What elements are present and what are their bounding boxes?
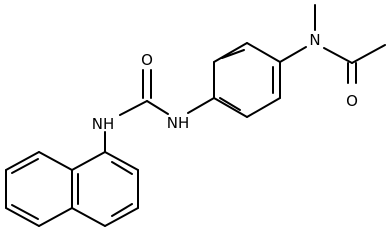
bond-naph-inner-2 <box>111 203 133 217</box>
bond-n-ring <box>279 46 307 63</box>
bond-phenyl-inner-3 <box>221 49 245 59</box>
nitrogen-amide-label: N <box>309 31 320 49</box>
bond-nh-right-carbonyl <box>146 100 169 115</box>
nh-left-label: NH <box>92 115 115 133</box>
nh-right-label: NH <box>167 114 190 132</box>
bond-phenyl-5 <box>213 42 248 63</box>
bond-naph-inner-5 <box>11 204 39 220</box>
bond-naph-b5 <box>38 207 73 227</box>
bond-phenyl-3 <box>213 97 248 118</box>
bond-naph-inner-4 <box>11 158 39 174</box>
oxygen-acetyl-label: O <box>346 92 358 110</box>
bond-naph-b1 <box>38 151 73 171</box>
bond-phenyl-2 <box>246 97 281 118</box>
bond-naph-b2 <box>5 151 40 171</box>
bond-naph-inner-1 <box>111 161 133 175</box>
bond-naph-a6 <box>71 151 106 171</box>
bond-ring-nh-right <box>187 97 215 114</box>
bond-naph-b4 <box>5 207 40 227</box>
bond-naph-a4 <box>71 207 106 227</box>
bond-naph-a1 <box>104 151 139 171</box>
bond-lines <box>5 4 386 227</box>
bond-carbonyl-methyl <box>351 44 386 64</box>
bond-n-carbonyl <box>323 47 353 64</box>
bond-naph-a3 <box>104 207 139 227</box>
oxygen-urea-label: O <box>141 51 153 69</box>
atom-labels: N O O NH NH <box>92 31 358 133</box>
bond-carbonyl-nh-left <box>119 100 148 116</box>
bond-phenyl-6 <box>246 42 281 63</box>
bond-phenyl-inner-2 <box>219 97 241 111</box>
